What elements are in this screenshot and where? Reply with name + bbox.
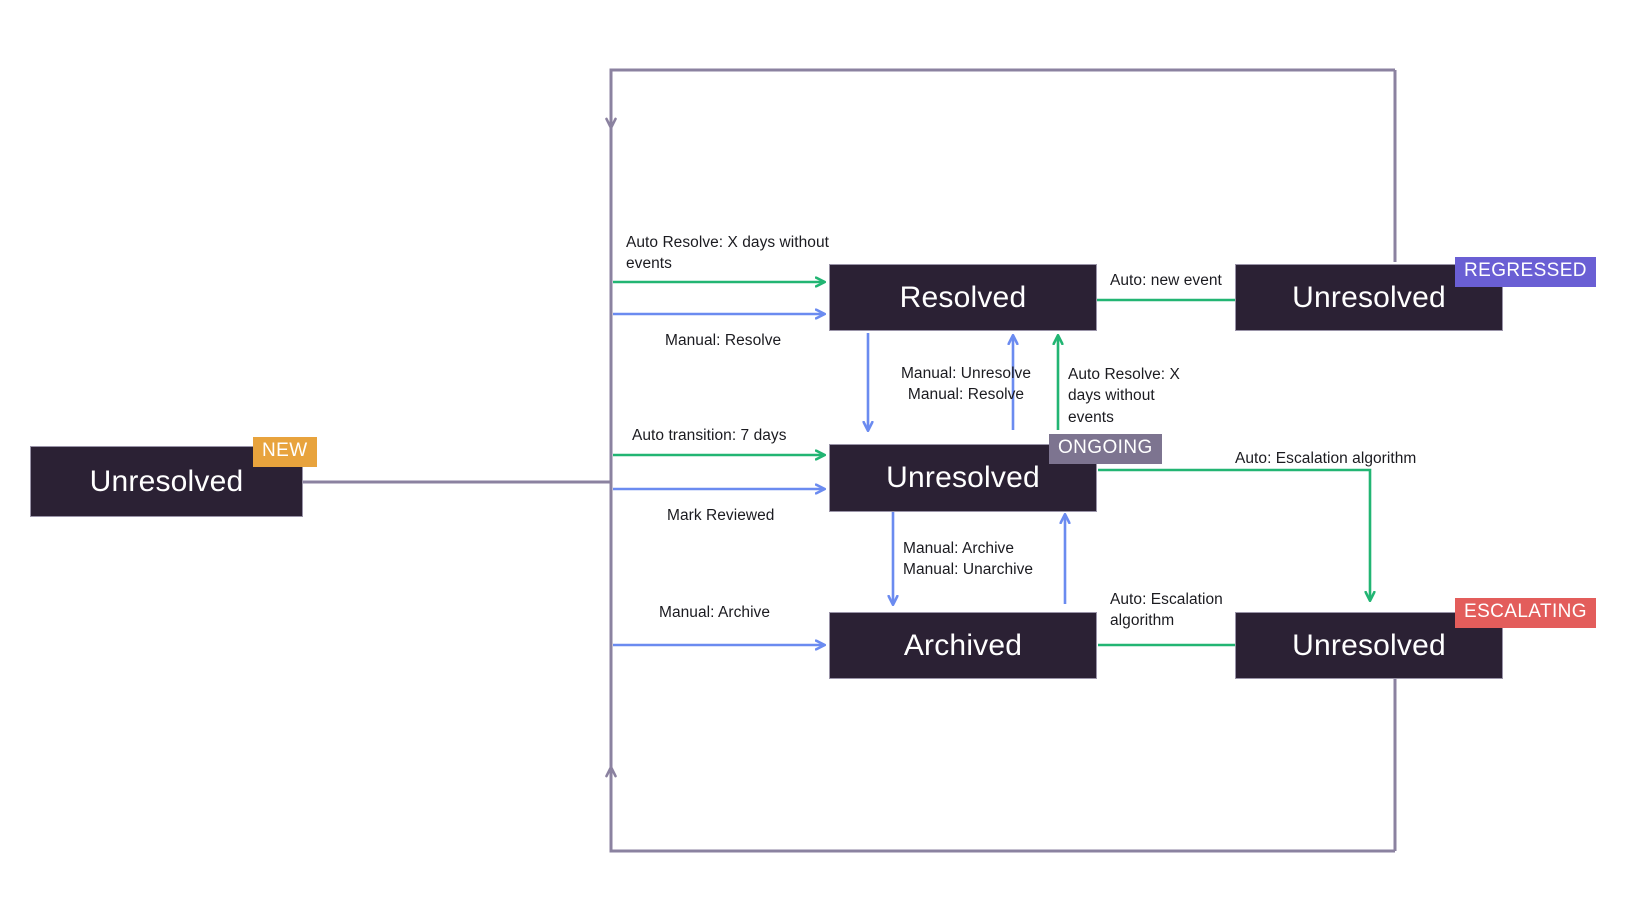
node-label: Unresolved [89, 464, 244, 498]
node-resolved[interactable]: Resolved [829, 264, 1097, 331]
badge-label: REGRESSED [1464, 260, 1587, 281]
edge-loop-bottom [605, 765, 1395, 853]
edge-label-auto-resolve-x-days-mid: Auto Resolve: X days without events [1068, 366, 1180, 426]
badge-label: NEW [262, 440, 308, 461]
edge-ongoing-to-escalating-auto [1098, 468, 1370, 600]
node-label: Archived [903, 628, 1023, 662]
edge-label-auto-escalation-algorithm-bottom: Auto: Escalation algorithm [1110, 591, 1223, 630]
edge-label-manual-resolve: Manual: Resolve [665, 332, 782, 349]
edge-label-manual-archive-left: Manual: Archive [659, 604, 771, 621]
badge-escalating: ESCALATING [1455, 598, 1596, 628]
edge-label-auto-transition-7-days: Auto transition: 7 days [632, 427, 787, 444]
edge-label-auto-new-event: Auto: new event [1110, 272, 1222, 289]
node-archived[interactable]: Archived [829, 612, 1097, 679]
badge-label: ESCALATING [1464, 601, 1587, 622]
edge-label-manual-archive-unarchive: Manual: Archive Manual: Unarchive [903, 540, 1034, 579]
edge-label-manual-unresolve-resolve: Manual: Unresolve Manual: Resolve [900, 365, 1032, 404]
badge-ongoing: ONGOING [1049, 434, 1162, 464]
badge-regressed: REGRESSED [1455, 257, 1596, 287]
badge-new: NEW [253, 437, 317, 467]
edge-label-auto-resolve-x-days-top: Auto Resolve: X days without events [626, 234, 830, 273]
edge-loop-top [605, 68, 1395, 130]
node-label: Unresolved [886, 461, 1040, 494]
edge-label-auto-escalation-algorithm-top: Auto: Escalation algorithm [1235, 450, 1417, 467]
node-label: Unresolved [1292, 280, 1446, 314]
badge-label: ONGOING [1058, 437, 1153, 458]
node-label: Unresolved [1292, 628, 1446, 662]
node-regressed-unresolved[interactable]: Unresolved [1235, 264, 1503, 331]
edge-label-mark-reviewed: Mark Reviewed [667, 507, 775, 524]
node-label: Resolved [899, 280, 1027, 314]
